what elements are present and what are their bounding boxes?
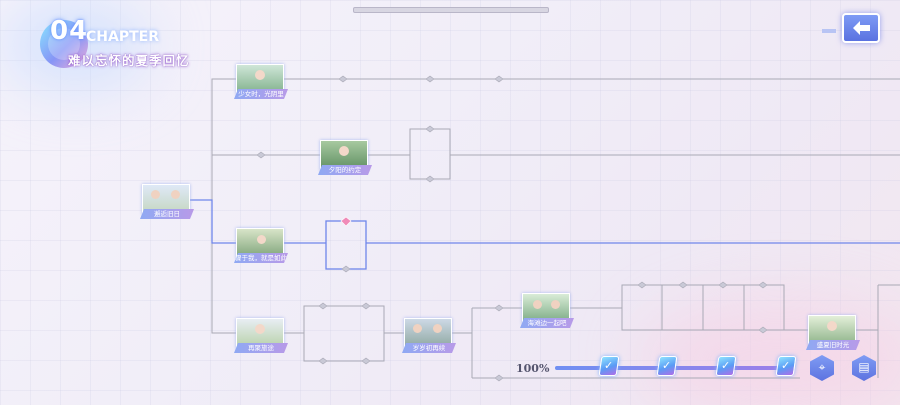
reward-card-3[interactable]: ✓	[715, 356, 737, 376]
treasure-chest-icon: ▤	[858, 360, 870, 374]
story-node-label: 再聚旅途	[234, 343, 288, 353]
story-node-end[interactable]: 盛夏旧时光	[808, 315, 856, 346]
story-node-label: 邂逅旧日	[140, 209, 194, 219]
story-node-label: 海滩边一起吧	[520, 318, 574, 328]
progress-percent: 100%	[516, 362, 550, 375]
story-node-label: 岁岁初再续	[402, 343, 456, 353]
back-arrow-icon	[853, 21, 870, 35]
story-node-label: 少女时，光阴里	[234, 89, 288, 99]
story-node-label: 盛夏旧时光	[806, 340, 860, 350]
story-node-label: 夕阳的约定	[318, 165, 372, 175]
story-node-branch-3[interactable]: 骤于我，就是如此	[236, 228, 284, 259]
reward-check-icon: ✓	[781, 359, 791, 372]
chapter-label: CHAPTER	[86, 29, 159, 45]
reward-card-4[interactable]: ✓	[775, 356, 797, 376]
corner-glow	[640, 300, 900, 405]
back-decoration	[822, 29, 836, 33]
map-pin-icon: ⌖	[818, 360, 826, 374]
story-node-label: 骤于我，就是如此	[235, 254, 287, 262]
map-locate-button[interactable]: ⌖	[810, 355, 834, 381]
reward-check-icon: ✓	[662, 359, 672, 372]
reward-check-icon: ✓	[604, 359, 614, 372]
chest-button[interactable]: ▤	[852, 355, 876, 381]
chapter-badge-icon	[40, 20, 88, 68]
reward-card-2[interactable]: ✓	[656, 356, 678, 376]
story-node-middle-2[interactable]: 海滩边一起吧	[522, 293, 570, 324]
chapter-title: 难以忘怀的夏季回忆	[68, 53, 190, 68]
story-node-middle-1[interactable]: 岁岁初再续	[404, 318, 452, 349]
story-node-branch-4[interactable]: 再聚旅途	[236, 318, 284, 349]
current-position-icon	[340, 216, 352, 227]
story-node-branch-2[interactable]: 夕阳的约定	[320, 140, 368, 171]
scroll-indicator[interactable]	[353, 7, 549, 13]
reward-check-icon: ✓	[721, 359, 731, 372]
story-node-root[interactable]: 邂逅旧日	[142, 184, 190, 215]
back-button[interactable]	[842, 13, 880, 43]
story-node-branch-1[interactable]: 少女时，光阴里	[236, 64, 284, 95]
reward-card-1[interactable]: ✓	[598, 356, 620, 376]
chapter-number: 04	[50, 16, 89, 46]
